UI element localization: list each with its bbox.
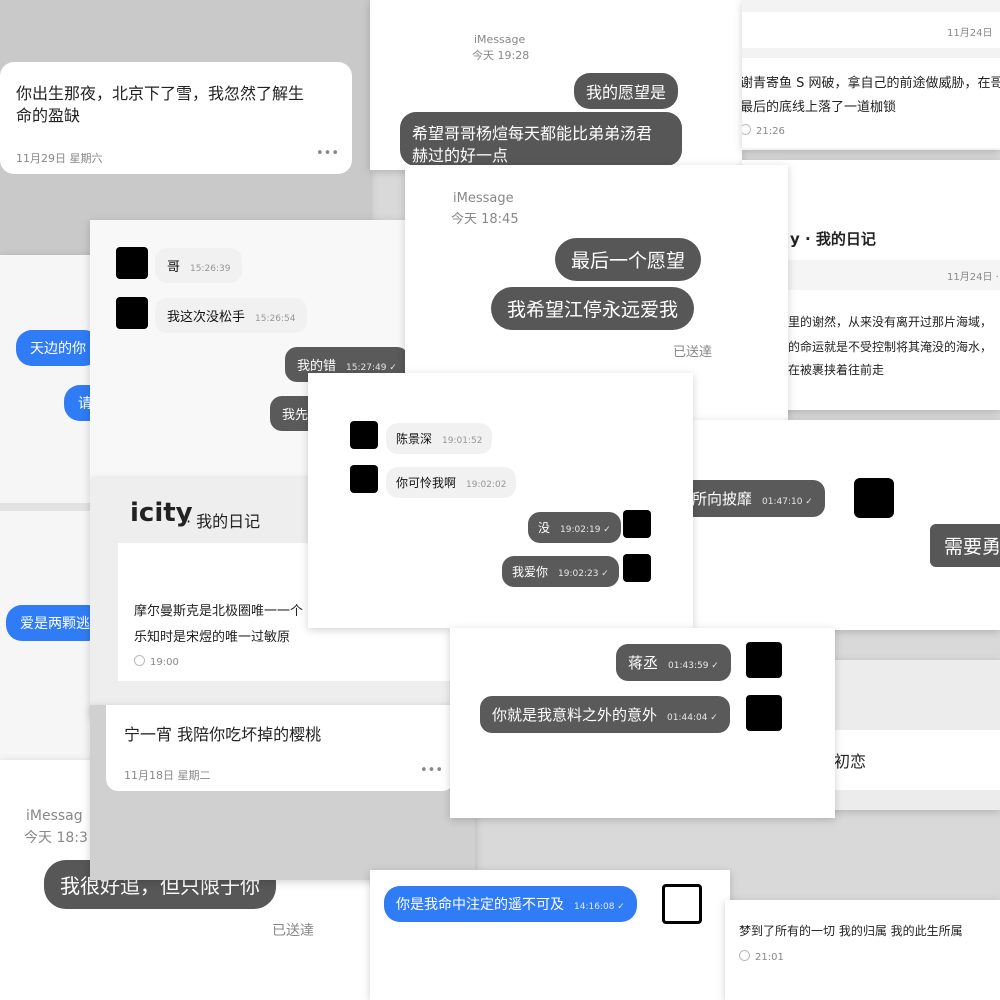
avatar: [116, 297, 148, 329]
avatar: [350, 465, 378, 493]
message-line2: 赫过的好一点: [412, 146, 509, 165]
message-bubble-long: 希望哥哥杨煊每天都能比弟弟汤君 赫过的好一点: [400, 112, 682, 166]
message-bubble-blue: 爱是两颗逃: [6, 605, 100, 641]
clock-icon: [134, 655, 145, 666]
diary-date: 11月24日 · 星: [947, 272, 1000, 283]
diary-line: 梦到了所有的一切 我的归属 我的此生所属: [739, 924, 963, 938]
note-text-line1: 你出生那夜，北京下了雪，我忽然了解生: [16, 84, 305, 103]
diary-line2: 最后的底线上落了一道枷锁: [742, 100, 897, 115]
note-card-first-love: 初恋: [820, 660, 1000, 810]
avatar: [854, 478, 894, 518]
imessage-label: iMessag: [26, 808, 83, 824]
imessage-time: 今天 19:28: [472, 49, 530, 62]
diary-time: 21:01: [739, 950, 784, 963]
more-icon[interactable]: •••: [316, 146, 340, 161]
diary-line1: 摩尔曼斯克是北极圈唯一一个: [134, 604, 304, 619]
more-icon[interactable]: •••: [420, 763, 444, 778]
imessage-label: iMessage: [453, 191, 514, 206]
avatar: [662, 884, 702, 924]
delivered-status: 已送達: [272, 923, 314, 939]
note-text-line2: 命的盈缺: [16, 106, 81, 125]
imessage-time: 今天 18:45: [451, 212, 519, 227]
diary-brand: y · 我的日记: [790, 230, 876, 248]
note-text: 初恋: [834, 752, 867, 771]
diary-line2: 的命运就是不受控制将其淹没的海水，: [788, 340, 993, 354]
delivered-status: 已送達: [673, 345, 713, 360]
note-text: 宁一宵 我陪你吃坏掉的樱桃: [124, 725, 322, 744]
avatar: [746, 642, 782, 678]
message-bubble: 最后一个愿望: [555, 238, 702, 281]
note-date: 11月29日 星期六: [16, 152, 103, 165]
message-line1: 希望哥哥杨煊每天都能比弟弟汤君: [412, 124, 653, 143]
icity-subtitle: · 我的日记: [186, 512, 261, 531]
imessage-label: iMessage: [474, 33, 526, 46]
diary-line1: 里的谢然，从来没有离开过那片海域，: [788, 315, 993, 329]
message-bubble: 我希望江停永远爱我: [491, 287, 695, 330]
imessage-card-top: iMessage 今天 19:28 我的愿望是 希望哥哥杨煊每天都能比弟弟汤君 …: [370, 0, 742, 170]
message-bubble: 需要勇: [930, 524, 1000, 567]
chat-card-left: 天边的你 请 爱是两颗逃: [0, 255, 100, 760]
avatar: [623, 510, 651, 538]
avatar: [623, 554, 651, 582]
note-card-middle: 宁一宵 我陪你吃坏掉的樱桃 11月18日 星期二 •••: [90, 705, 475, 880]
note-date: 11月18日 星期二: [124, 769, 211, 782]
diary-line3: 在被裹挟着往前走: [788, 363, 885, 377]
avatar: [350, 421, 378, 449]
avatar: [116, 247, 148, 279]
icity-logo: icity: [130, 498, 193, 528]
diary-time: 21:26: [742, 124, 785, 137]
diary-card-top-right: 11月24日 谢青寄鱼 S 网破，拿自己的前途做威胁，在哥 最后的底线上落了一道…: [742, 0, 1000, 150]
message-bubble-blue: 天边的你: [16, 330, 100, 366]
avatar: [746, 695, 782, 731]
diary-card-bottom-right: 梦到了所有的一切 我的归属 我的此生所属 21:01: [725, 900, 1000, 1000]
message-bubble: 我的愿望是: [574, 73, 679, 109]
clock-icon: [742, 124, 751, 135]
imessage-time: 今天 18:3: [24, 830, 88, 846]
diary-line1: 谢青寄鱼 S 网破，拿自己的前途做威胁，在哥: [742, 76, 1000, 91]
diary-date: 11月24日: [947, 28, 993, 39]
diary-line2: 乐知时是宋煜的唯一过敏原: [134, 630, 291, 645]
diary-time: 19:00: [134, 655, 179, 668]
clock-icon: [739, 950, 750, 961]
note-card-top-left: 你出生那夜，北京下了雪，我忽然了解生 命的盈缺 11月29日 星期六 •••: [0, 0, 370, 255]
